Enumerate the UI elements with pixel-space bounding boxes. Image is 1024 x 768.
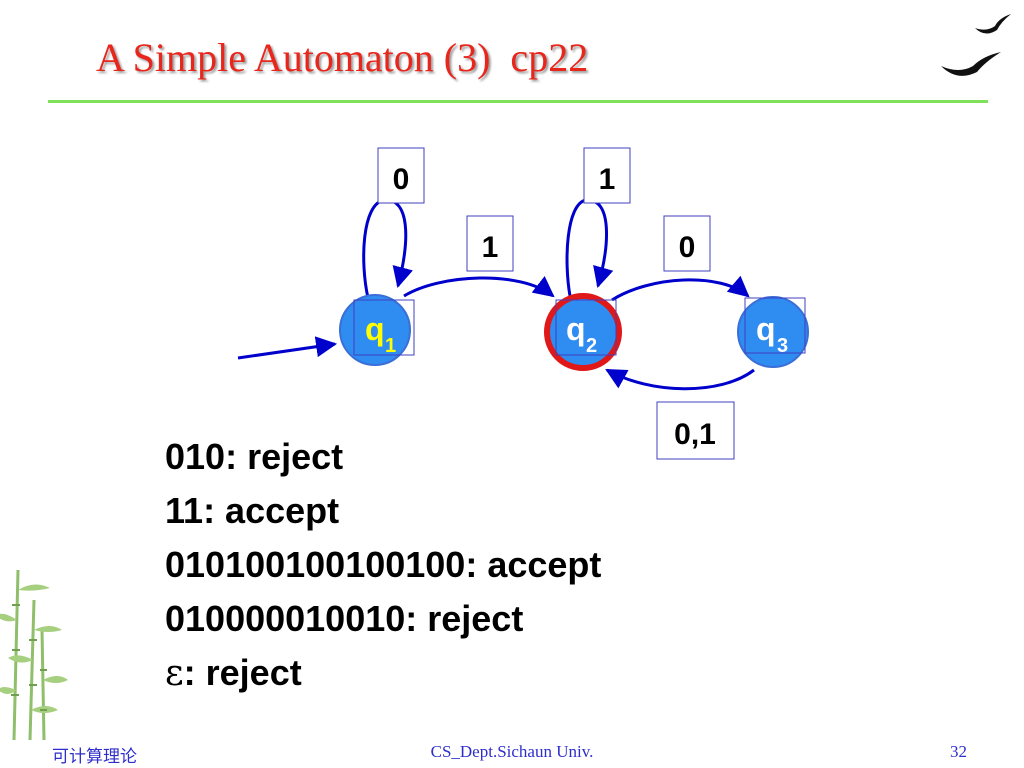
state-q1-subscript: 1 xyxy=(385,335,396,357)
page-number: 32 xyxy=(950,742,967,761)
string-results: 010: reject 11: accept 010100100100100: … xyxy=(165,430,601,701)
result-verdict: : reject xyxy=(405,598,524,639)
accepting-ring xyxy=(544,293,622,371)
result-string: ε xyxy=(165,653,184,694)
footer-department: CS_Dept.Sichaun Univ. xyxy=(430,742,594,761)
state-q2: q 2 xyxy=(544,293,622,371)
result-line: 010000010010: reject xyxy=(165,592,601,646)
result-line: ε: reject xyxy=(165,646,601,701)
result-verdict: : reject xyxy=(225,436,344,477)
label-q1-q1: 0 xyxy=(377,147,425,204)
title-divider xyxy=(48,100,988,103)
edge-q3-q2 xyxy=(605,368,755,391)
state-q1-letter: q xyxy=(365,311,385,347)
footer-course: 可计算理论 xyxy=(52,747,137,766)
result-verdict: : reject xyxy=(183,652,302,693)
edge-q1-q1 xyxy=(362,198,413,299)
initial-arrow xyxy=(237,336,338,360)
label-q3-q2-text: 0,1 xyxy=(674,418,716,451)
state-q3-subscript: 3 xyxy=(777,335,788,357)
result-string: 11 xyxy=(165,490,204,531)
edge-q2-q2 xyxy=(565,198,614,297)
result-line: 010100100100100: accept xyxy=(165,538,601,592)
label-q2-q3-text: 0 xyxy=(679,231,696,264)
result-verdict: : accept xyxy=(465,544,602,585)
slide-title: A Simple Automaton (3) cp22 xyxy=(96,35,589,80)
label-q2-q3: 0 xyxy=(663,215,711,272)
bamboo-icon xyxy=(0,569,68,740)
result-line: 11: accept xyxy=(165,484,601,538)
label-q1-q1-text: 0 xyxy=(393,163,410,196)
label-q1-q2-text: 1 xyxy=(482,231,499,264)
label-q3-q2: 0,1 xyxy=(656,401,735,460)
label-q1-q2: 1 xyxy=(466,215,514,272)
result-string: 010 xyxy=(165,436,226,477)
label-q2-q2-text: 1 xyxy=(599,163,616,196)
edge-q1-q2 xyxy=(403,276,555,298)
label-q2-q2: 1 xyxy=(583,147,631,204)
result-line: 010: reject xyxy=(165,430,601,484)
edge-q2-q3 xyxy=(611,275,750,302)
state-q3-letter: q xyxy=(756,311,776,347)
state-q2-subscript: 2 xyxy=(586,335,597,357)
state-q3: q 3 xyxy=(737,296,809,368)
state-q2-letter: q xyxy=(566,311,586,347)
result-verdict: : accept xyxy=(203,490,340,531)
result-string: 010100100100100 xyxy=(165,544,466,585)
state-q1: q 1 xyxy=(339,294,415,366)
birds-icon xyxy=(941,14,1011,76)
result-string: 010000010010 xyxy=(165,598,406,639)
